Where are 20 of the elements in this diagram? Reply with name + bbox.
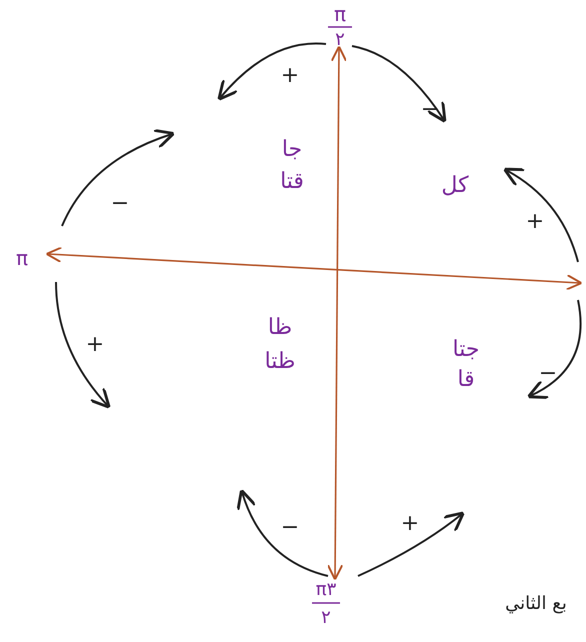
function-label: قا [457, 369, 475, 391]
function-label: جتا [452, 339, 480, 361]
angle-label: ٢ [321, 609, 331, 627]
note-text: بع الثاني [505, 595, 567, 613]
function-label: ظتا [264, 351, 296, 373]
sign-label: + [526, 211, 544, 233]
function-label: جا [282, 139, 302, 161]
sign-label: + [86, 334, 104, 356]
angle-label: π [334, 4, 346, 24]
sign-label: + [280, 65, 300, 87]
sign-label: − [110, 193, 130, 215]
sign-label: + [400, 513, 420, 535]
sign-label: − [280, 517, 300, 539]
angle-label: ٢ [335, 31, 345, 49]
function-label: ظا [268, 317, 292, 339]
angle-label: π٣ [316, 581, 336, 599]
function-label: قتا [280, 171, 304, 193]
sign-label: − [538, 363, 558, 385]
function-label: كل [441, 175, 469, 197]
angle-label: π [16, 248, 28, 268]
